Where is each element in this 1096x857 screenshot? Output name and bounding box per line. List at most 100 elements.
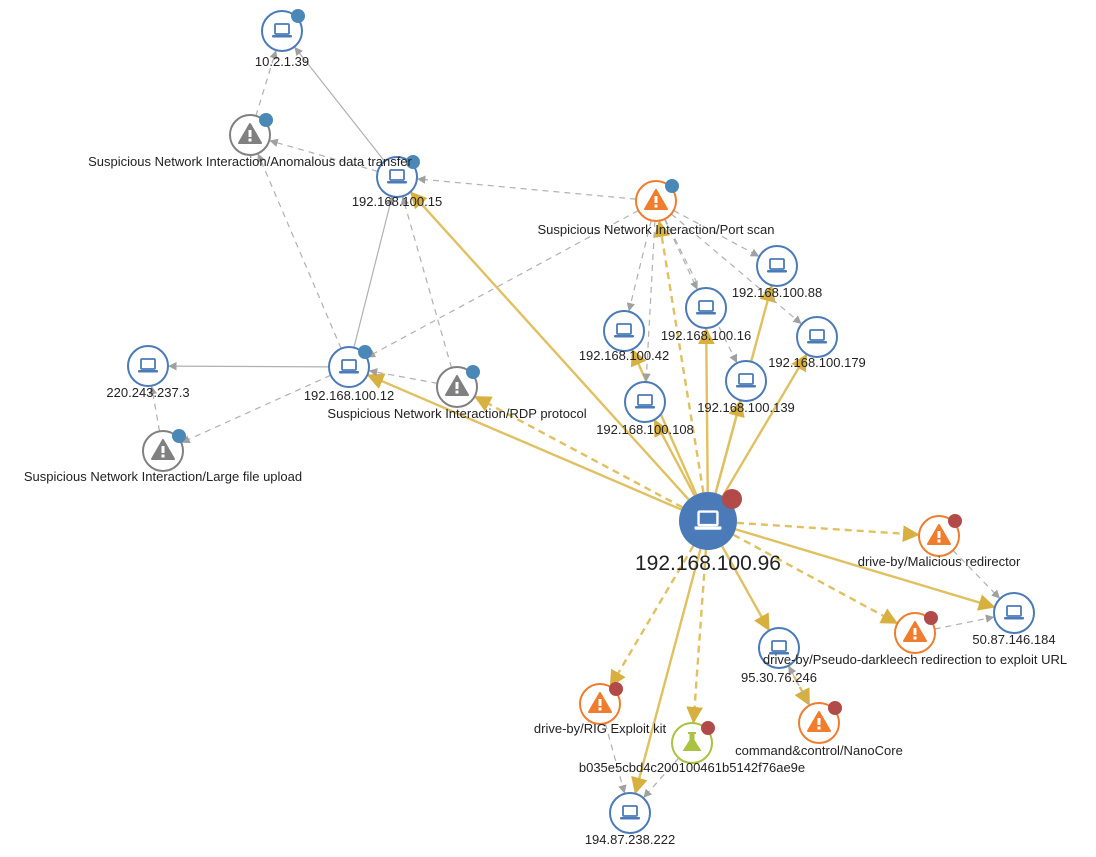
warning-icon: [588, 692, 612, 713]
graph-node-host[interactable]: [758, 627, 800, 669]
warning-icon: [151, 439, 175, 460]
edge-n95-nano: [787, 665, 811, 706]
edge-n15-n10: [294, 46, 386, 162]
edge-scan-n16: [663, 218, 698, 290]
laptop-icon: [620, 805, 640, 820]
edge-n12-n220: [168, 361, 330, 371]
graph-node-alert-orange[interactable]: [579, 682, 623, 725]
status-badge: [609, 682, 623, 696]
warning-icon: [445, 375, 469, 396]
edge-large-n220: [148, 385, 161, 432]
laptop-icon: [807, 329, 827, 344]
laptop-icon: [387, 169, 407, 184]
graph-node-host[interactable]: [796, 316, 838, 358]
edge-n15-anom: [269, 138, 378, 173]
status-badge: [291, 9, 305, 23]
node-circle: [993, 592, 1035, 634]
status-badge: [701, 721, 715, 735]
graph-node-host[interactable]: [624, 381, 666, 423]
node-circle: [758, 627, 800, 669]
status-badge: [924, 611, 938, 625]
laptop-icon: [769, 640, 789, 655]
laptop-icon: [138, 358, 158, 373]
node-circle: [624, 381, 666, 423]
graph-node-alert-gray[interactable]: [436, 365, 480, 408]
node-label: 192.168.100.96: [635, 552, 781, 575]
edge-n96-scan: [653, 220, 705, 493]
status-badge: [665, 179, 679, 193]
graph-node-alert-orange[interactable]: [798, 701, 842, 744]
edge-n96-rdp: [474, 395, 683, 509]
laptop-icon: [696, 300, 716, 315]
status-badge: [358, 345, 372, 359]
node-label: Suspicious Network Interaction/Port scan: [538, 222, 775, 237]
edge-rdp-n15: [400, 196, 453, 368]
node-label: b035e5cbd4c200100461b5142f76ae9e: [579, 760, 805, 775]
warning-icon: [903, 621, 927, 642]
graph-node-host[interactable]: [609, 792, 651, 834]
node-label: drive-by/Pseudo-darkleech redirection to…: [763, 652, 1067, 667]
node-label: 194.87.238.222: [585, 832, 675, 847]
status-badge: [259, 113, 273, 127]
edge-scan-n88: [673, 209, 760, 257]
edge-n12-anom: [257, 153, 342, 349]
edge-nano-n95: [788, 665, 811, 706]
warning-icon: [807, 711, 831, 732]
node-label: 192.168.100.139: [697, 400, 795, 415]
warning-icon: [238, 123, 262, 144]
edge-scan-n42: [626, 220, 652, 312]
node-label: 192.168.100.88: [732, 285, 822, 300]
laptop-icon: [614, 323, 634, 338]
graph-node-host[interactable]: [993, 592, 1035, 634]
graph-node-host[interactable]: [603, 310, 645, 352]
graph-node-alert-gray[interactable]: [142, 429, 186, 472]
node-circle: [603, 310, 645, 352]
edge-n12-large: [181, 374, 332, 444]
graph-node-sample[interactable]: [671, 721, 715, 764]
warning-icon: [644, 189, 668, 210]
node-label: drive-by/Malicious redirector: [858, 554, 1021, 569]
status-badge: [466, 365, 480, 379]
graph-node-host[interactable]: [261, 9, 305, 52]
status-badge: [722, 489, 742, 509]
node-circle: [376, 156, 418, 198]
edge-n96-n179: [721, 353, 808, 497]
graph-node-host[interactable]: [328, 345, 372, 388]
node-label: 192.168.100.42: [579, 348, 669, 363]
node-label: 192.168.100.12: [304, 388, 394, 403]
edge-n96-n16: [697, 327, 715, 493]
graph-node-host[interactable]: [376, 155, 420, 198]
node-circle: [127, 345, 169, 387]
laptop-icon: [635, 394, 655, 409]
status-badge: [172, 429, 186, 443]
edge-n96-n12: [366, 373, 682, 511]
graph-node-alert-orange[interactable]: [918, 514, 962, 557]
node-label: 192.168.100.108: [596, 422, 694, 437]
edge-mal-n50: [952, 549, 1000, 599]
edge-scan-n12: [366, 209, 639, 358]
node-circle: [685, 287, 727, 329]
edge-anom-n10: [255, 50, 278, 117]
graph-node-alert-orange[interactable]: [894, 611, 938, 654]
node-circle: [725, 360, 767, 402]
graph-node-alert-gray[interactable]: [229, 113, 273, 156]
node-label: 95.30.76.246: [741, 670, 817, 685]
graph-node-alert-orange[interactable]: [635, 179, 679, 222]
laptop-icon: [1004, 605, 1024, 620]
graph-node-host-center[interactable]: [679, 489, 742, 550]
status-badge: [828, 701, 842, 715]
laptop-icon: [339, 359, 359, 374]
graph-node-host[interactable]: [685, 287, 727, 329]
edge-n96-n50: [735, 528, 996, 611]
node-label: 192.168.100.179: [768, 355, 866, 370]
graph-node-host[interactable]: [756, 245, 798, 287]
laptop-icon: [767, 258, 787, 273]
graph-node-host[interactable]: [725, 360, 767, 402]
node-circle: [609, 792, 651, 834]
graph-node-host[interactable]: [127, 345, 169, 387]
node-label: Suspicious Network Interaction/RDP proto…: [327, 406, 586, 421]
edge-n96-n95: [721, 545, 770, 632]
edge-scan-n108: [642, 220, 656, 382]
node-circle: [679, 492, 737, 550]
